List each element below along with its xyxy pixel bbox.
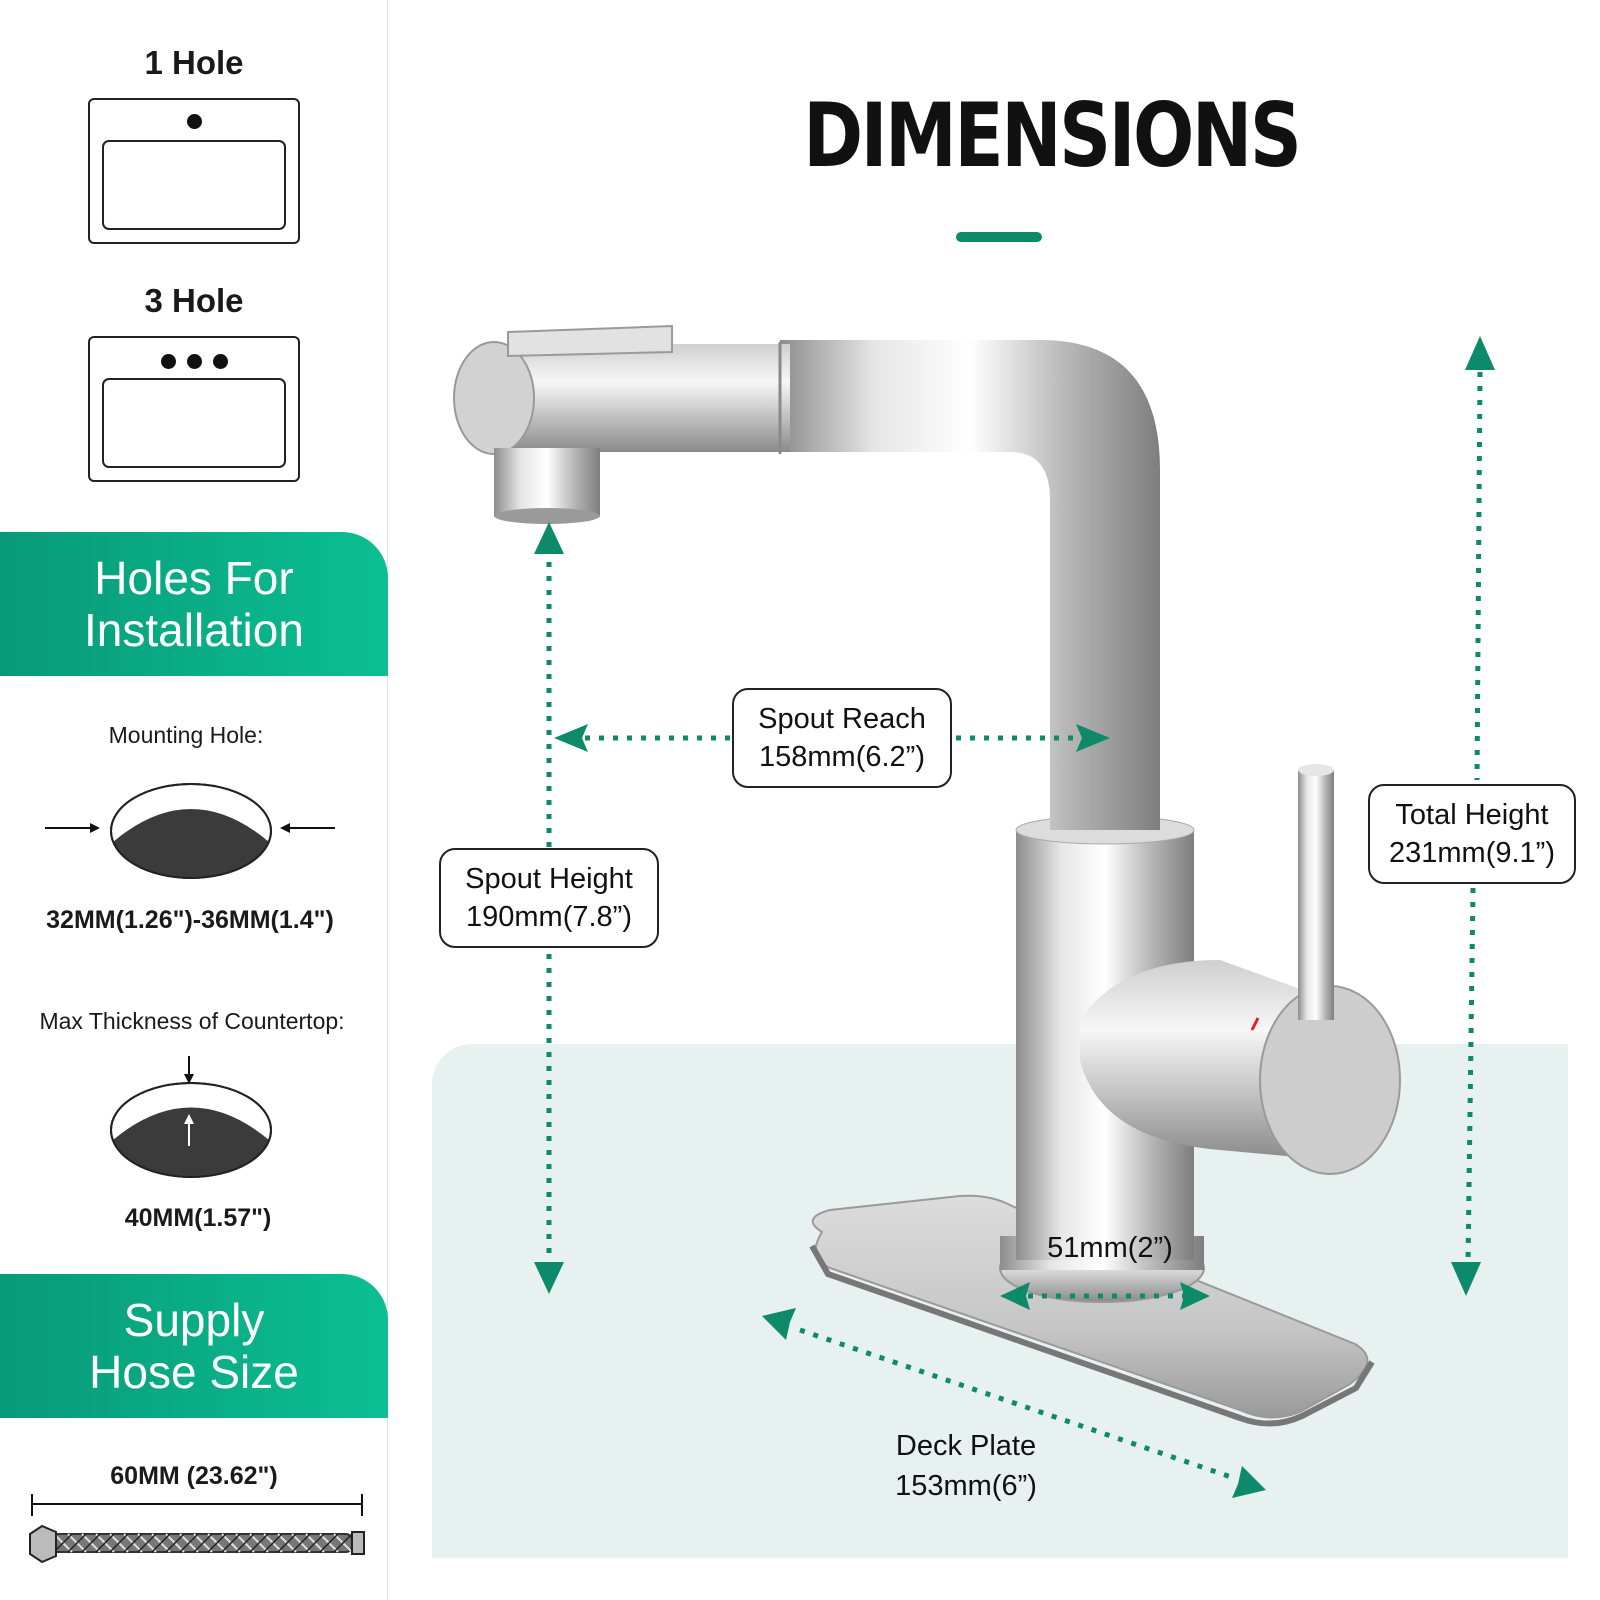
mounting-hole-diagram [45,783,335,879]
title-underline-accent [956,232,1042,242]
faucet-hole-dot [161,354,176,369]
callout-line: 190mm(7.8”) [466,901,632,933]
sink-basin [102,140,286,230]
banner-line: Hose Size [89,1346,299,1398]
callout-line: 231mm(9.1”) [1389,837,1555,869]
faucet-hole-dot [213,354,228,369]
label-line: Deck Plate [895,1430,1037,1462]
faucet-hole-dot [187,354,202,369]
total-height-callout: Total Height 231mm(9.1”) [1368,784,1576,884]
mounting-hole-size: 32MM(1.26")-36MM(1.4") [46,906,334,934]
supply-hose-length: 60MM (23.62") [110,1462,278,1490]
banner-line: Supply [123,1294,265,1346]
countertop-thickness-diagram [110,1056,272,1178]
mounting-hole-label: Mounting Hole: [108,722,264,748]
countertop-thickness-label: Max Thickness of Countertop: [39,1008,345,1034]
faucet-hole-dot [187,114,202,129]
three-hole-sink-diagram [88,336,300,482]
one-hole-sink-diagram [88,98,300,244]
supply-hose-size-banner: Supply Hose Size [0,1274,388,1418]
holes-for-installation-banner: Holes For Installation [0,532,388,676]
banner-line: Installation [84,604,304,656]
one-hole-label: 1 Hole [144,44,244,81]
callout-line: Spout Reach [758,703,926,735]
spout-height-callout: Spout Height 190mm(7.8”) [439,848,659,948]
supply-hose-diagram [29,1494,365,1564]
three-hole-label: 3 Hole [144,282,244,319]
callout-line: 158mm(6.2”) [759,741,925,773]
callout-line: Spout Height [465,863,633,895]
callout-line: Total Height [1395,799,1549,831]
sink-basin [102,378,286,468]
spout-reach-callout: Spout Reach 158mm(6.2”) [732,688,952,788]
deck-plate-label: Deck Plate 153mm(6”) [868,1426,1064,1506]
banner-line: Holes For [94,552,294,604]
base-diameter-label: 51mm(2”) [1047,1232,1173,1264]
label-line: 153mm(6”) [895,1470,1037,1502]
countertop-thickness-value: 40MM(1.57") [124,1204,272,1232]
